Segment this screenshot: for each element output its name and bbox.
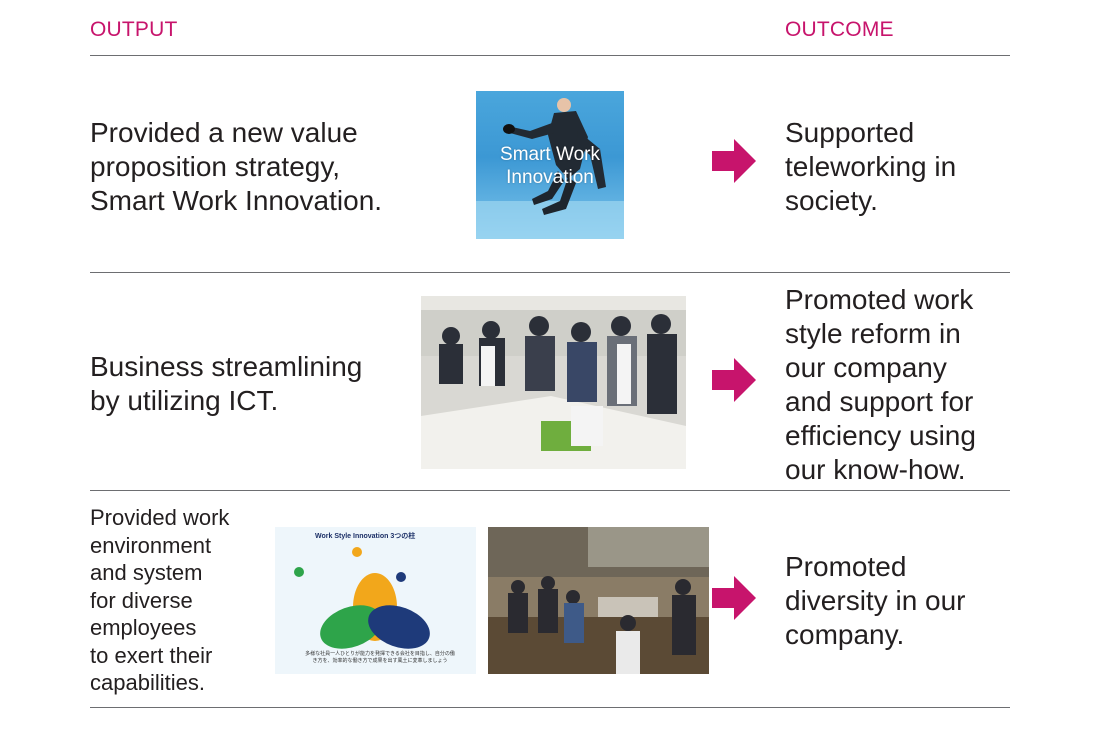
outcome-heading: OUTCOME [785, 18, 894, 41]
output-text: Business streamlining by utilizing ICT. [90, 351, 363, 416]
outcome-text: Supported teleworking in society. [785, 117, 957, 216]
divider [90, 707, 1010, 708]
divider [90, 272, 1010, 273]
outcome-text: Promoted diversity in our company. [785, 551, 966, 650]
right-arrow-icon [712, 576, 756, 620]
output-text: Provided a new value proposition strateg… [90, 117, 383, 216]
diagram-title: Work Style Innovation 3つの柱 [315, 533, 416, 540]
right-arrow-icon [712, 139, 756, 183]
smart-work-label: Smart Work Innovation [500, 144, 600, 188]
output-text: Provided work environment and system for… [90, 505, 230, 695]
divider [90, 490, 1010, 491]
smart-work-image: Smart Work Innovation [476, 91, 624, 239]
meeting-photo [421, 296, 686, 469]
diagram-caption: 多様な社員一人ひとりが能力を発揮できる会社を目指し、自分の働き方を、効率的な働き… [305, 651, 455, 664]
work-style-diagram: Work Style Innovation 3つの柱 多様な社員一人ひとりが能力… [275, 527, 476, 674]
right-arrow-icon [712, 358, 756, 402]
office-photo [488, 527, 709, 674]
outcome-text: Promoted work style reform in our compan… [785, 284, 976, 485]
output-heading: OUTPUT [90, 18, 178, 41]
divider [90, 55, 1010, 56]
